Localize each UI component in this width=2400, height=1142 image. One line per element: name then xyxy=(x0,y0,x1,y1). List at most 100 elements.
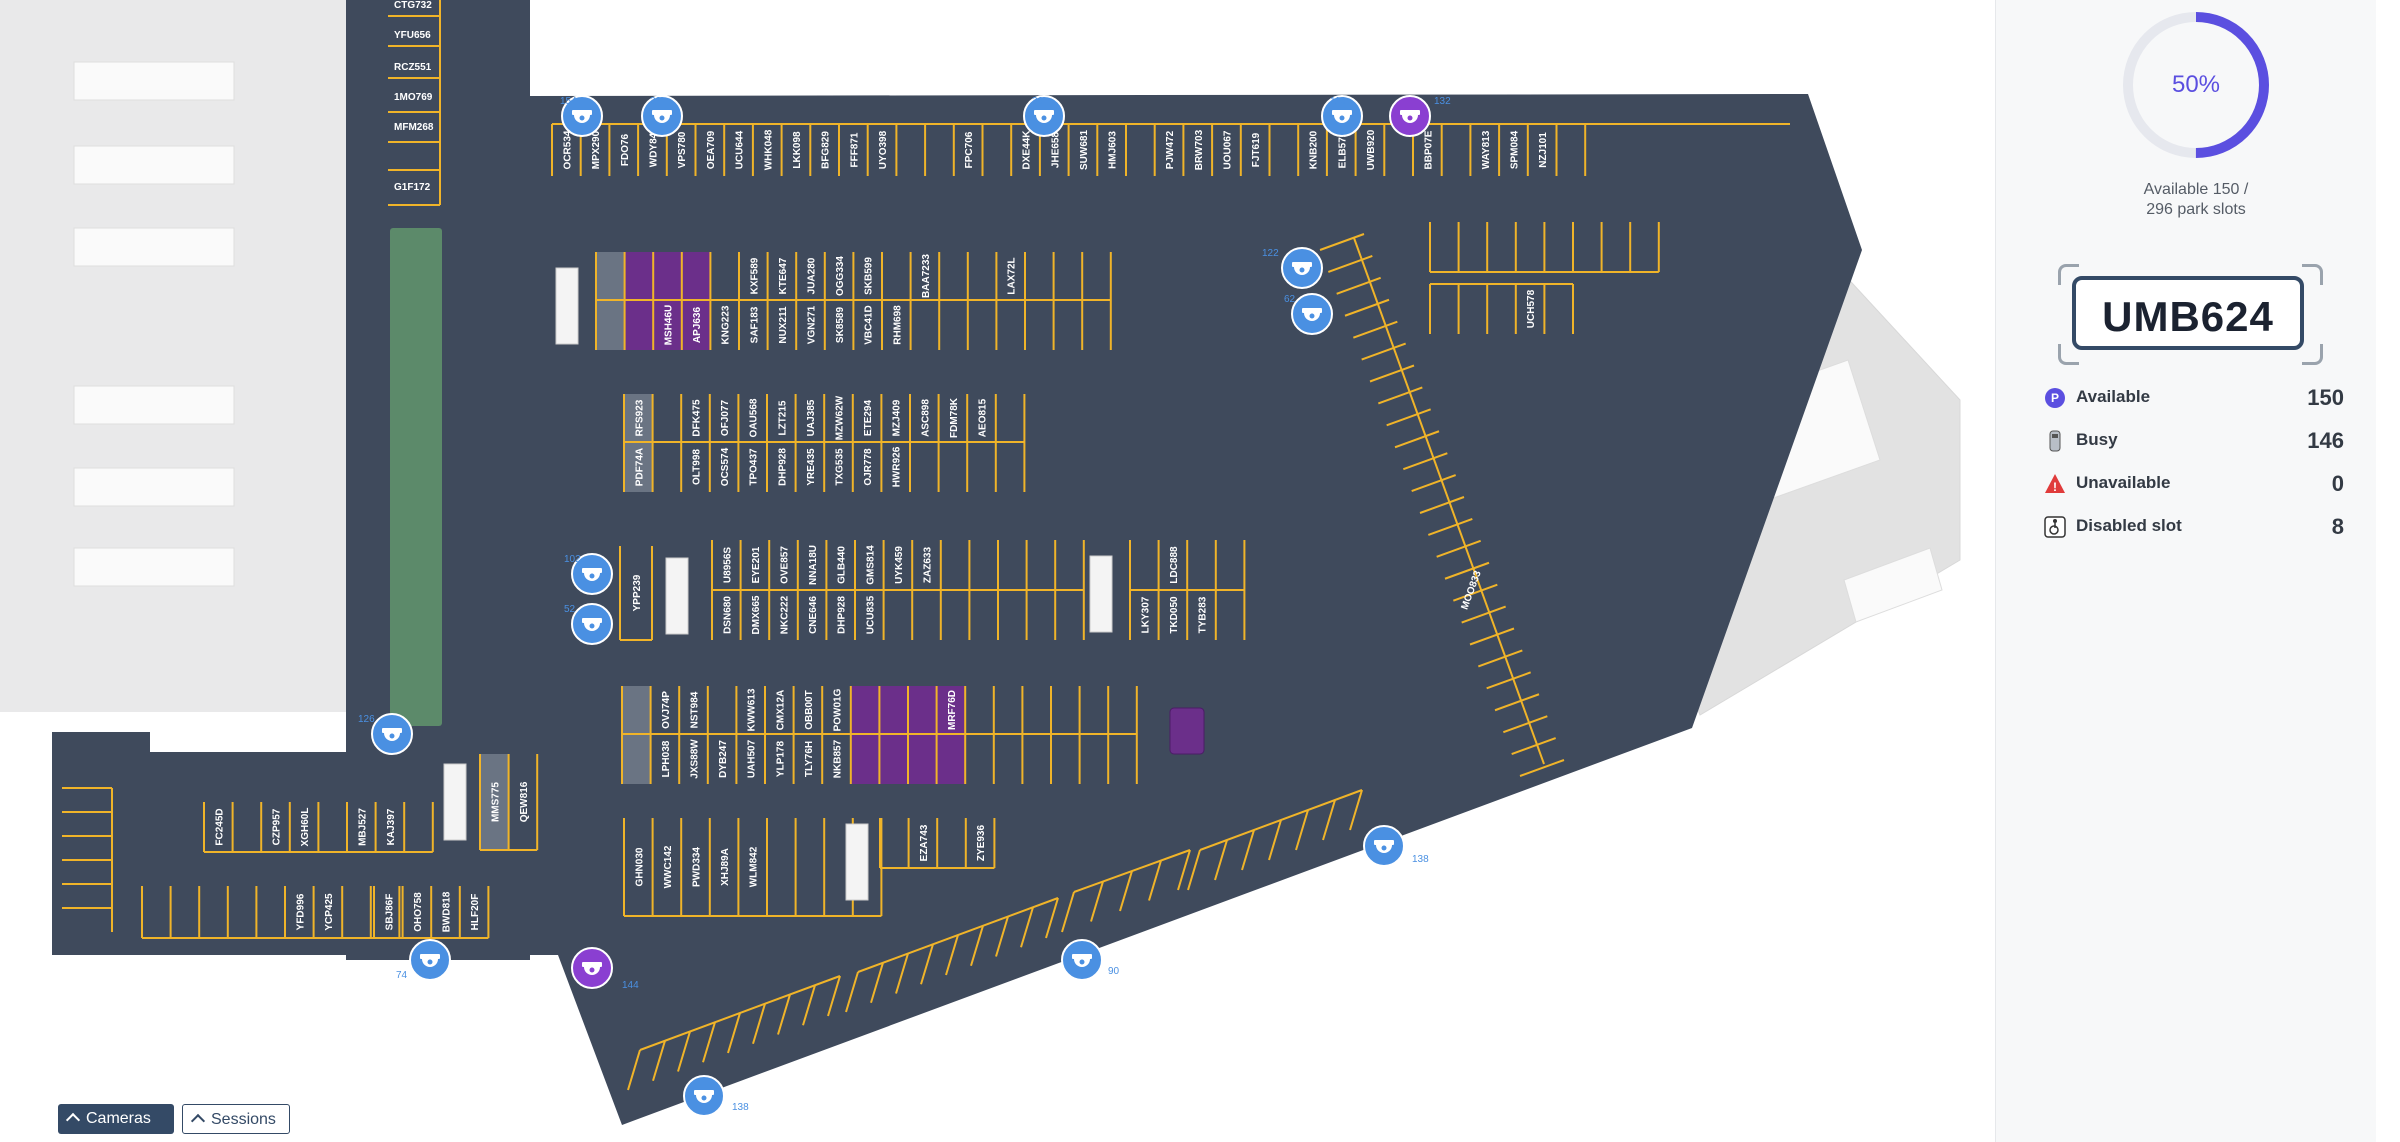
camera-icon[interactable] xyxy=(571,603,613,645)
slot-plate: AEO815 xyxy=(978,398,989,437)
slot-plate: NKB857 xyxy=(833,739,844,778)
slot-plate: GHN030 xyxy=(634,847,645,886)
reserved-slots xyxy=(624,442,653,492)
camera-icon[interactable] xyxy=(1291,293,1333,335)
parking-icon: P xyxy=(2045,388,2065,408)
slot-plate: OAU568 xyxy=(749,398,760,437)
camera-icon[interactable] xyxy=(1321,95,1363,137)
slot-plate: QEW816 xyxy=(519,781,530,822)
occupancy-ring-graphic xyxy=(2123,12,2269,158)
slot-plate: KAJ397 xyxy=(386,808,397,845)
slot-plate: APJ636 xyxy=(692,306,703,343)
camera-number: 52 xyxy=(564,604,576,615)
camera-icon[interactable] xyxy=(561,95,603,137)
slot-plate: DXE44K xyxy=(1022,130,1033,170)
sessions-tab[interactable]: Sessions xyxy=(182,1104,290,1134)
slot-plate: WHK048 xyxy=(763,129,774,170)
slot-plate: MFM268 xyxy=(394,122,434,133)
reserved-slots xyxy=(624,300,711,350)
camera-icon[interactable] xyxy=(409,939,451,981)
camera-number: 102 xyxy=(564,554,581,565)
camera-number: 116 xyxy=(1330,96,1346,107)
chevron-up-icon xyxy=(190,1113,206,1129)
slot-plate: TPO437 xyxy=(749,448,760,486)
building-left xyxy=(0,0,346,712)
cameras-tab[interactable]: Cameras xyxy=(58,1104,174,1134)
camera-number: 132 xyxy=(1434,96,1451,107)
plate-frame-corner xyxy=(2058,344,2079,365)
occupancy-ring: 50% xyxy=(2121,10,2271,160)
camera-alert-icon[interactable] xyxy=(571,947,613,989)
slot-plate: OHO758 xyxy=(413,892,424,932)
slot-plate: YFD996 xyxy=(295,893,306,930)
ev-charger xyxy=(1169,707,1205,755)
stat-available-label: Available xyxy=(2076,387,2151,406)
slot-plate: OCR534 xyxy=(562,130,573,169)
camera-icon[interactable] xyxy=(1023,95,1065,137)
slot-plate: OLT998 xyxy=(692,449,703,485)
slot-column xyxy=(62,787,113,932)
slot-plate: CNE646 xyxy=(808,596,819,634)
camera-number: 122 xyxy=(1262,248,1279,259)
slot-plate: OEA709 xyxy=(706,130,717,169)
slot-plate: DSN680 xyxy=(722,596,733,634)
slot-plate: SAF183 xyxy=(749,306,760,343)
slot-plate: YFU656 xyxy=(394,30,431,41)
camera-icon[interactable] xyxy=(1061,939,1103,981)
slot-plate: RFS923 xyxy=(634,399,645,436)
slot-plate: LPH038 xyxy=(661,740,672,777)
slot-plate: YRE435 xyxy=(806,448,817,486)
slot-plate: 1MO769 xyxy=(394,92,433,103)
slot-plate: HLF20F xyxy=(470,894,481,931)
slot-plate: GLB440 xyxy=(837,546,848,584)
camera-number: 144 xyxy=(622,980,639,991)
camera-icon[interactable] xyxy=(571,553,613,595)
slot-plate: BFG829 xyxy=(821,131,832,169)
stat-available: P Available 150 xyxy=(2044,383,2344,413)
slot-plate: NUX211 xyxy=(778,306,789,344)
slot-plate: UAJ385 xyxy=(806,399,817,436)
stat-disabled-value: 8 xyxy=(2331,514,2344,539)
chevron-up-icon xyxy=(65,1112,81,1128)
slot-plate: BWD818 xyxy=(442,891,453,932)
slot-plate: MPX290 xyxy=(591,130,602,169)
slot-plate: NKC222 xyxy=(780,595,791,634)
slot-plate: UYK459 xyxy=(894,546,905,584)
slot-plate: PWD334 xyxy=(692,847,703,887)
slot-plate: CZP957 xyxy=(272,808,283,845)
slot-plate: EYE201 xyxy=(751,546,762,583)
slot-plate: SBJ86F xyxy=(384,894,395,931)
camera-icon[interactable] xyxy=(641,95,683,137)
slot-plate: LKY307 xyxy=(1140,596,1151,633)
slot-plate: NST984 xyxy=(690,691,701,728)
camera-icon[interactable] xyxy=(1281,247,1323,289)
slot-plate: SK8589 xyxy=(835,306,846,343)
slot-plate: FDM78K xyxy=(949,397,960,438)
reserved-slots xyxy=(596,300,625,350)
slot-row xyxy=(1429,222,1660,273)
slot-plate: OJR778 xyxy=(863,448,874,486)
stat-busy-label: Busy xyxy=(2076,430,2118,449)
camera-alert-icon[interactable] xyxy=(1389,95,1431,137)
slot-plate: DHP928 xyxy=(837,596,848,634)
slot-plate: UCH578 xyxy=(1526,289,1537,328)
camera-icon[interactable] xyxy=(683,1075,725,1117)
slot-plate: FC245D xyxy=(214,808,225,845)
reserved-slots xyxy=(622,734,651,784)
green-strip xyxy=(390,228,442,726)
camera-icon[interactable] xyxy=(371,713,413,755)
slot-plate: LAX72L xyxy=(1007,257,1018,294)
slot-plate: LDC888 xyxy=(1169,546,1180,584)
stat-available-value: 150 xyxy=(2307,385,2344,410)
camera-icon[interactable] xyxy=(1363,825,1405,867)
slot-plate: PDF74A xyxy=(634,448,645,486)
